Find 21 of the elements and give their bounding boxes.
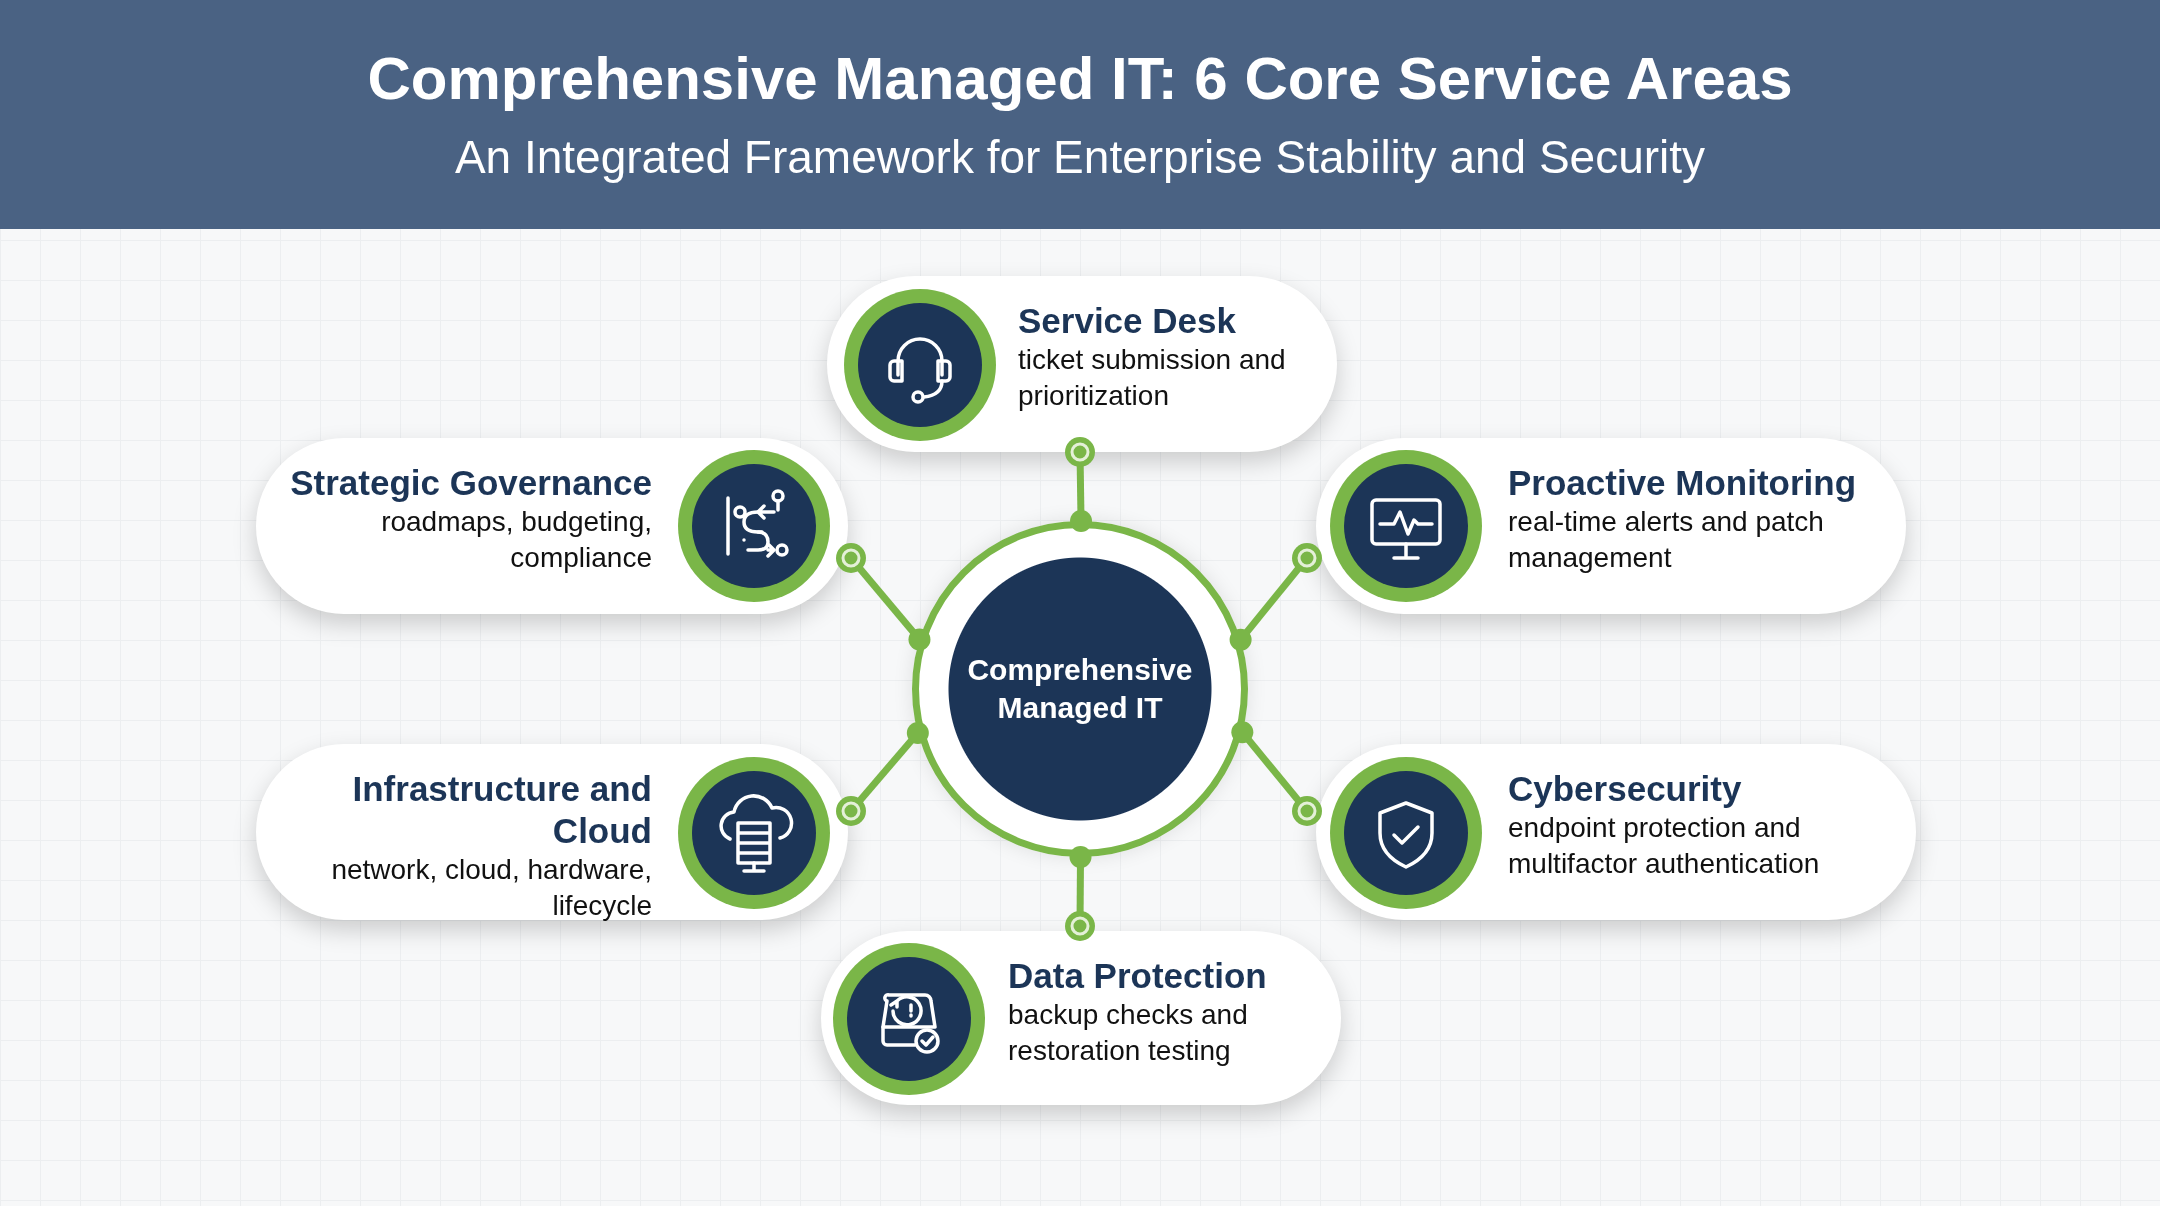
card-description: endpoint protection and multifactor authentication (1508, 811, 1821, 881)
connector-line (1231, 721, 1324, 828)
card-heading: Infrastructure and Cloud (351, 768, 652, 852)
card-description: real-time alerts and patch management (1508, 505, 1825, 575)
card-heading: Service Desk (1018, 300, 1237, 342)
connector-line (834, 721, 929, 828)
connector-line (1063, 435, 1097, 532)
subtitle: An Integrated Framework for Enterprise Stability and Security (453, 130, 1707, 184)
card-heading: Proactive Monitoring (1508, 462, 1858, 504)
connector-line (1063, 846, 1097, 943)
title: Comprehensive Managed IT: 6 Core Service Areas (366, 44, 1794, 113)
card-heading: Cybersecurity (1508, 768, 1743, 810)
card-description: network, cloud, hardware, lifecycle (330, 853, 652, 923)
card-description: ticket submission and prioritization (1018, 343, 1287, 413)
card-description: roadmaps, budgeting, compliance (380, 505, 652, 575)
card-description: backup checks and restoration testing (1008, 998, 1249, 1068)
card-heading: Data Protection (1008, 955, 1268, 997)
connector-line (1229, 541, 1324, 651)
connector-line (834, 541, 931, 651)
hub-label: Comprehensive Managed IT (966, 652, 1194, 726)
card-heading: Strategic Governance (289, 462, 652, 504)
